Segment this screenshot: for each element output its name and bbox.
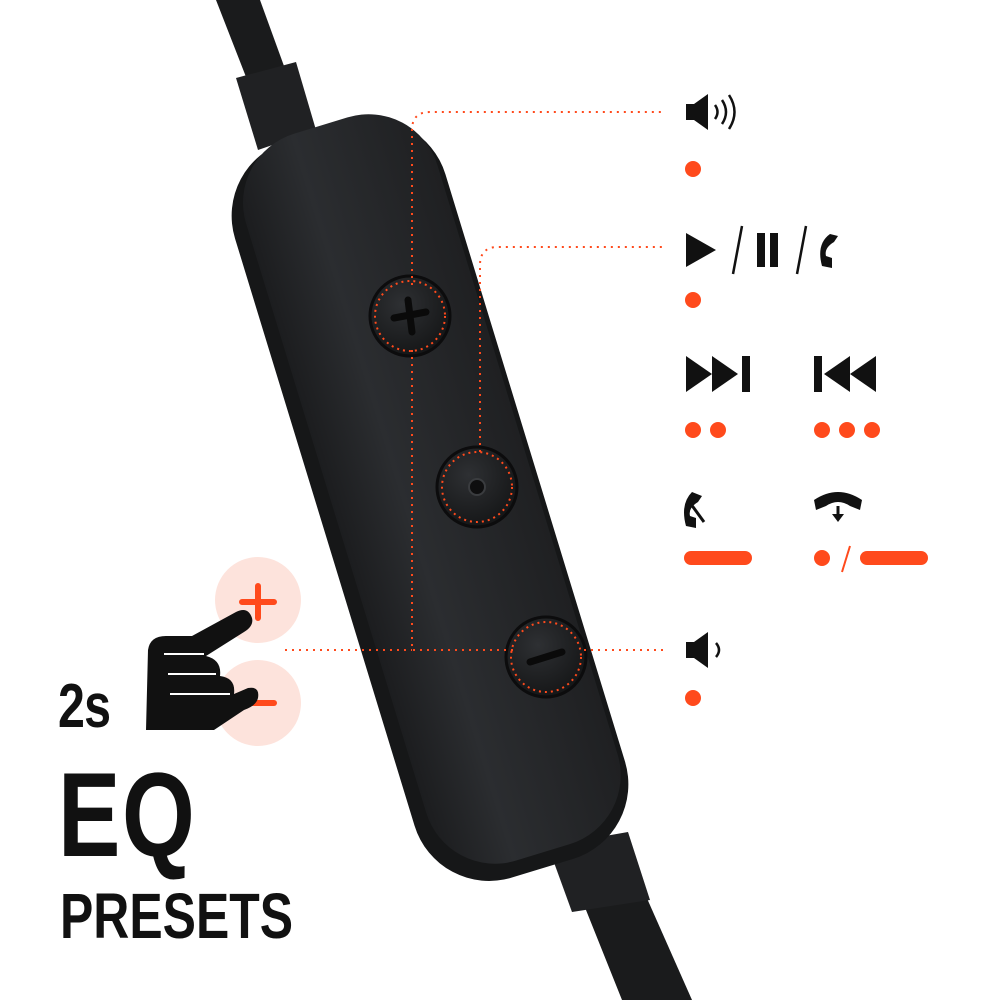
triple-press-dot	[864, 422, 880, 438]
double-press-dot	[710, 422, 726, 438]
volume-up-icon	[686, 94, 736, 130]
long-press-bar	[684, 551, 752, 565]
eq-label: EQ	[58, 748, 197, 882]
presets-label: PRESETS	[60, 880, 294, 952]
leader-lines	[285, 111, 664, 651]
single-press-dot	[685, 690, 701, 706]
end-call-icon	[814, 492, 862, 522]
pointing-hand-icon	[146, 610, 259, 730]
plus-icon	[239, 583, 277, 621]
single-press-dot	[685, 292, 701, 308]
remote-body	[231, 114, 629, 881]
reject-call-icon	[684, 492, 706, 528]
hold-duration-label: 2s	[58, 672, 111, 741]
microphone-hole	[468, 478, 486, 496]
single-press-dot	[814, 550, 830, 566]
triple-press-dot	[839, 422, 855, 438]
double-press-dot	[685, 422, 701, 438]
plus-icon	[390, 296, 430, 336]
previous-track-icon	[814, 356, 876, 392]
minus-button[interactable]	[504, 615, 588, 699]
minus-icon	[526, 648, 566, 666]
single-press-dot	[685, 161, 701, 177]
volume-down-icon	[686, 632, 721, 668]
next-track-icon	[686, 356, 750, 392]
cable-collar-top	[236, 62, 316, 150]
plus-button[interactable]	[368, 274, 452, 358]
triple-press-dot	[814, 422, 830, 438]
or-slash	[841, 545, 851, 573]
long-press-bar	[860, 551, 928, 565]
play-pause-answer-icon	[686, 225, 838, 275]
multifunction-button[interactable]	[435, 445, 519, 529]
